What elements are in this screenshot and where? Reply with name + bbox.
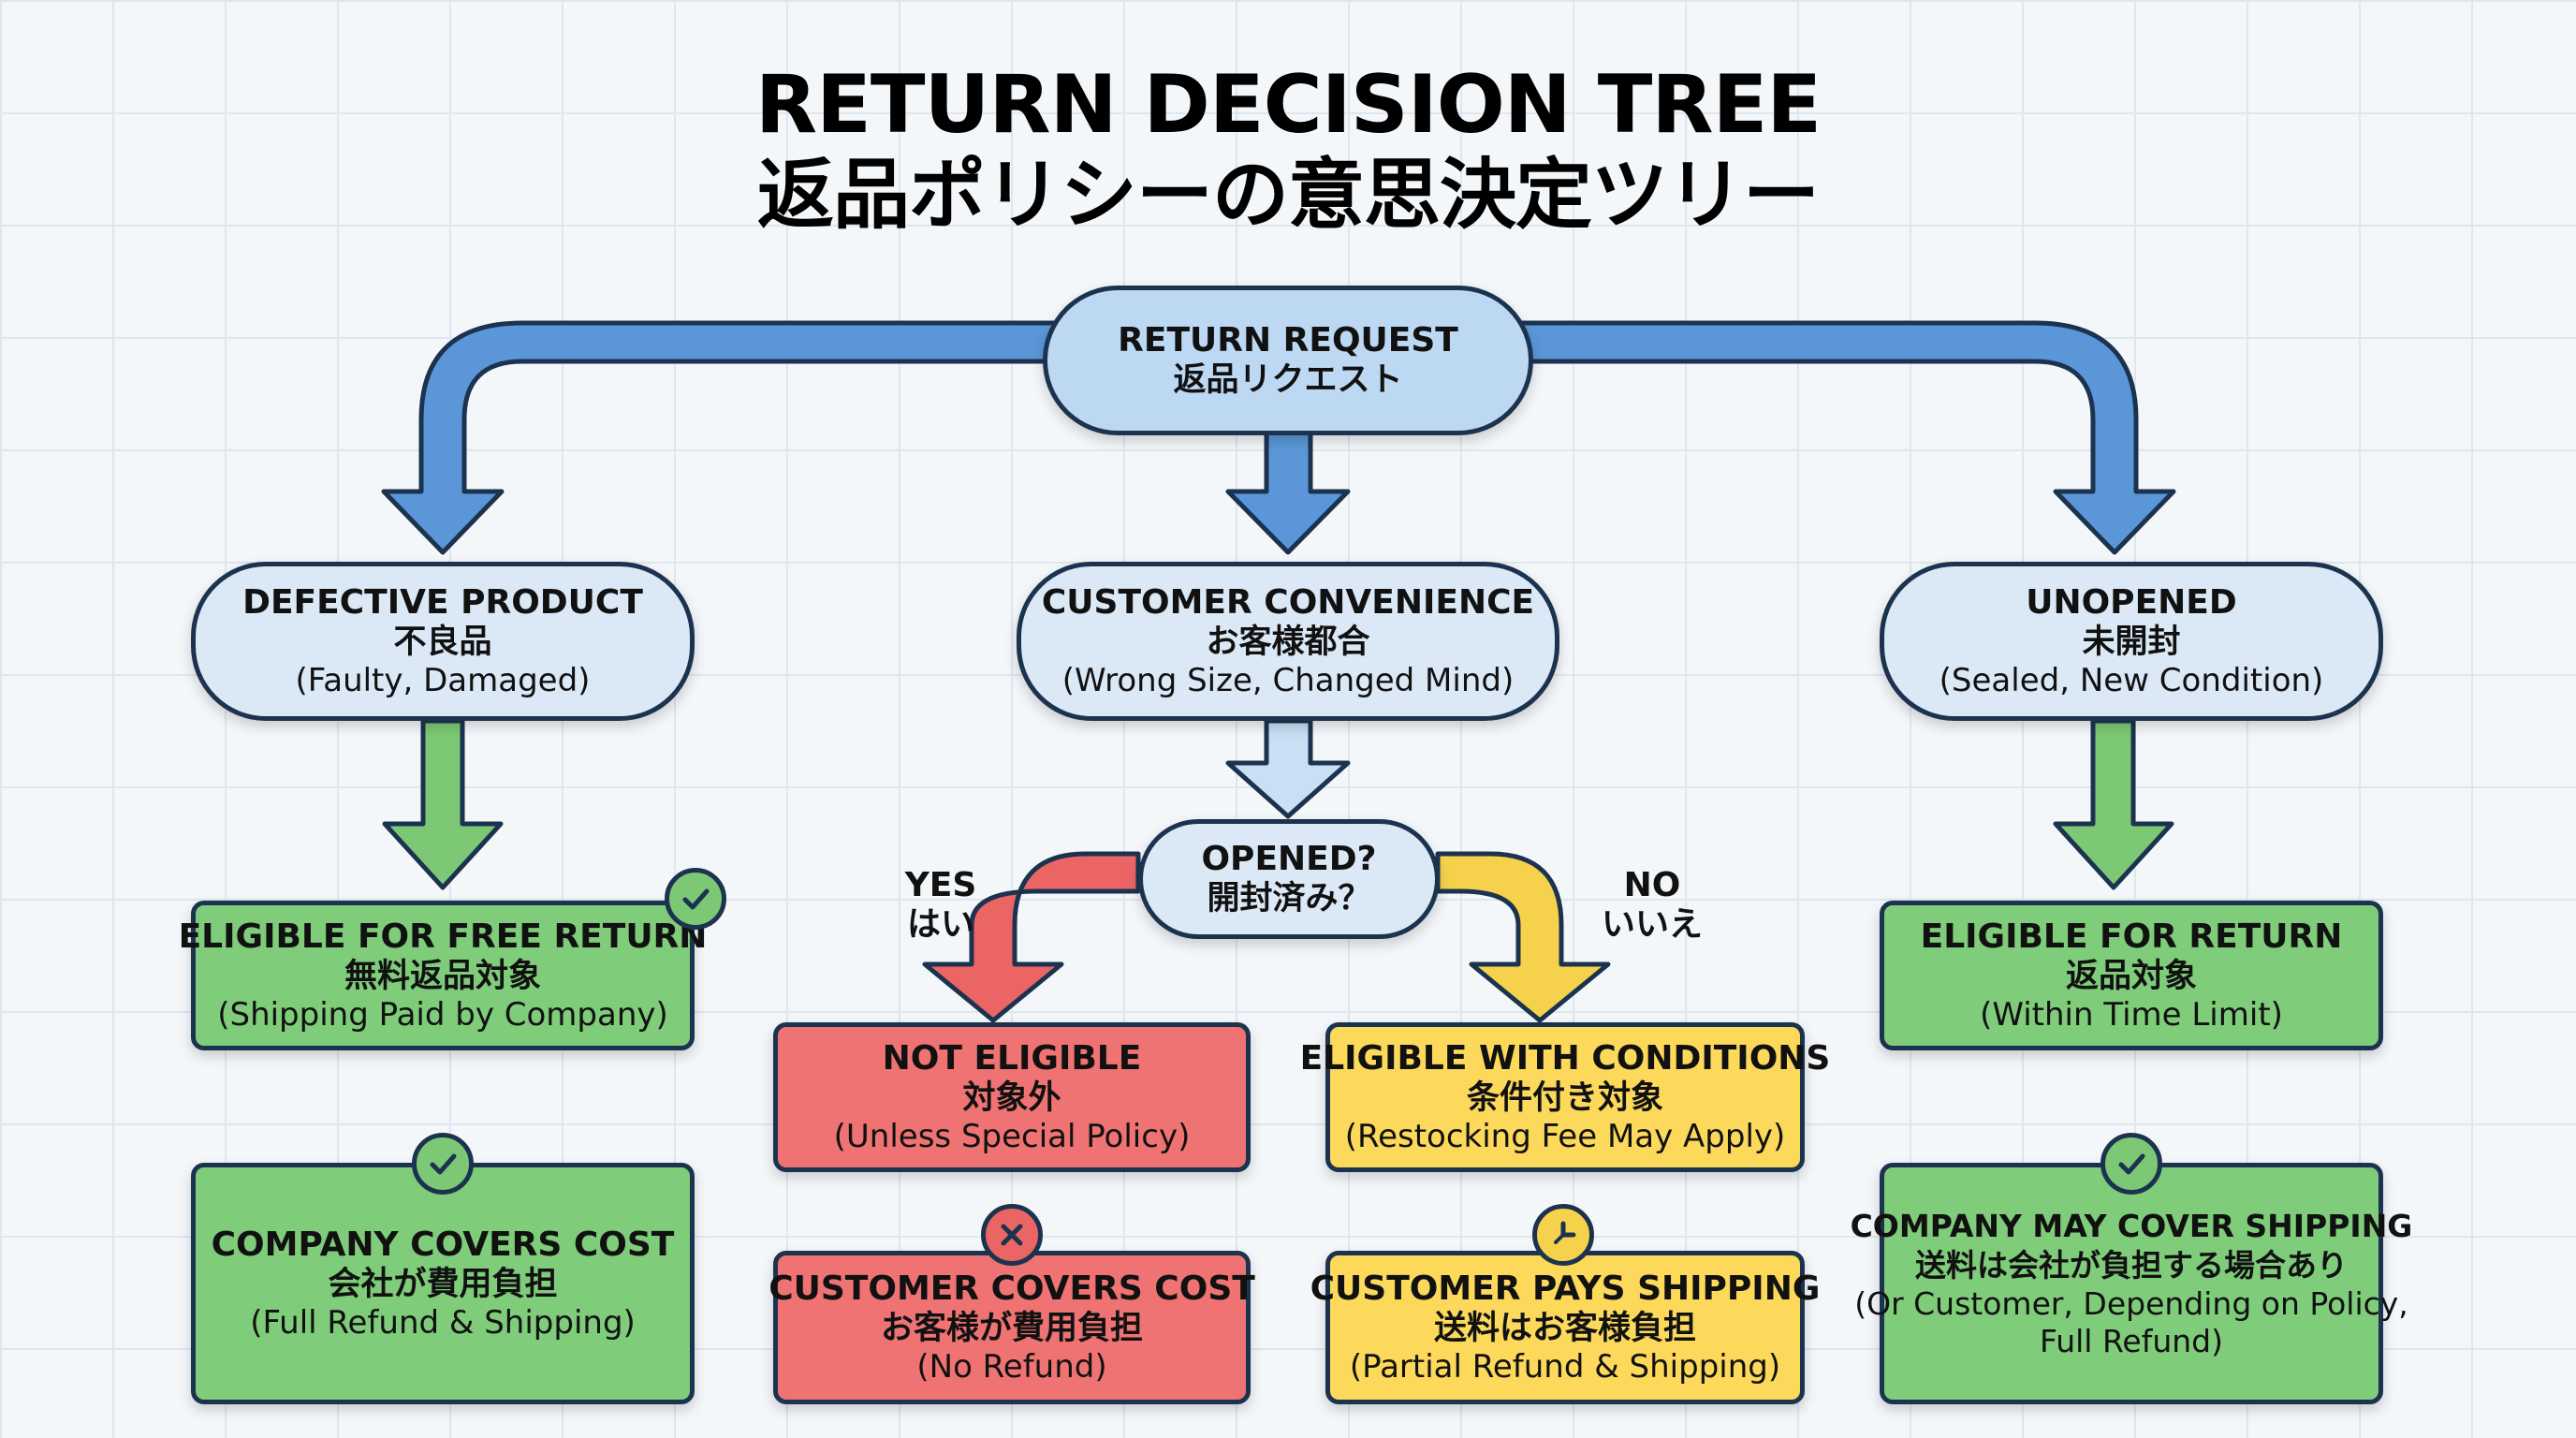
opened-label-en: OPENED? xyxy=(1201,840,1377,878)
root-label-en: RETURN REQUEST xyxy=(1118,321,1458,360)
unopened-label-ja: 未開封 xyxy=(2082,623,2181,661)
convenience-label-en: CUSTOMER CONVENIENCE xyxy=(1041,582,1535,622)
company-covers-label-ja: 会社が費用負担 xyxy=(328,1265,558,1303)
may-cover-label-sub1: (Or Customer, Depending on Policy, xyxy=(1854,1285,2408,1322)
cost-customer-pays-shipping: CUSTOMER PAYS SHIPPING 送料はお客様負担 (Partial… xyxy=(1310,1251,1820,1404)
cost-company-covers: COMPANY COVERS COST 会社が費用負担 (Full Refund… xyxy=(191,1163,695,1404)
may-cover-label-ja: 送料は会社が負担する場合あり xyxy=(1915,1247,2348,1284)
pays-shipping-label-en: CUSTOMER PAYS SHIPPING xyxy=(1310,1269,1821,1308)
node-defective-product: DEFECTIVE PRODUCT 不良品 (Faulty, Damaged) xyxy=(191,562,695,721)
pays-shipping-label-ja: 送料はお客様負担 xyxy=(1433,1309,1696,1347)
arrow-root-to-convenience xyxy=(1225,428,1351,555)
customer-covers-label-sub: (No Refund) xyxy=(916,1347,1107,1386)
result-eligible-for-return: ELIGIBLE FOR RETURN 返品対象 (Within Time Li… xyxy=(1880,901,2383,1050)
cross-icon xyxy=(981,1204,1043,1266)
yes-label-en: YES xyxy=(904,866,977,904)
node-customer-convenience: CUSTOMER CONVENIENCE お客様都合 (Wrong Size, … xyxy=(1017,562,1559,721)
unopened-label-en: UNOPENED xyxy=(2026,582,2237,622)
not-eligible-label-sub: (Unless Special Policy) xyxy=(833,1117,1191,1155)
conditions-label-sub: (Restocking Fee May Apply) xyxy=(1344,1117,1786,1155)
no-label: NO いいえ xyxy=(1591,866,1713,945)
customer-covers-label-en: CUSTOMER COVERS COST xyxy=(768,1269,1255,1308)
arrow-convenience-to-opened xyxy=(1225,718,1351,819)
conditions-label-en: ELIGIBLE WITH CONDITIONS xyxy=(1299,1038,1831,1078)
eligible-return-label-ja: 返品対象 xyxy=(2065,957,2197,995)
convenience-label-ja: お客様都合 xyxy=(1206,623,1370,661)
customer-covers-label-ja: お客様が費用負担 xyxy=(880,1309,1143,1347)
title-english: RETURN DECISION TREE xyxy=(754,58,1822,152)
may-cover-label-sub2: Full Refund) xyxy=(2040,1323,2223,1359)
cost-company-may-cover: COMPANY MAY COVER SHIPPING 送料は会社が負担する場合あ… xyxy=(1851,1163,2412,1404)
arrow-defective-to-free-return xyxy=(382,718,504,890)
may-cover-label-en: COMPANY MAY COVER SHIPPING xyxy=(1850,1208,2413,1244)
convenience-label-sub: (Wrong Size, Changed Mind) xyxy=(1061,661,1515,699)
cost-customer-covers: CUSTOMER COVERS COST お客様が費用負担 (No Refund… xyxy=(768,1251,1255,1404)
pie-icon xyxy=(1532,1204,1594,1266)
free-return-label-sub: (Shipping Paid by Company) xyxy=(217,995,668,1034)
eligible-return-label-en: ELIGIBLE FOR RETURN xyxy=(1920,917,2343,956)
yes-label-ja: はい xyxy=(906,905,974,944)
result-eligible-with-conditions: ELIGIBLE WITH CONDITIONS 条件付き対象 (Restock… xyxy=(1300,1022,1830,1172)
conditions-label-ja: 条件付き対象 xyxy=(1466,1078,1663,1117)
company-covers-label-en: COMPANY COVERS COST xyxy=(211,1225,675,1264)
defective-label-sub: (Faulty, Damaged) xyxy=(295,661,591,699)
eligible-return-label-sub: (Within Time Limit) xyxy=(1980,995,2283,1034)
no-label-en: NO xyxy=(1623,866,1681,904)
arrow-unopened-to-eligible xyxy=(2053,718,2174,890)
root-return-request: RETURN REQUEST 返品リクエスト xyxy=(1043,286,1533,435)
pays-shipping-label-sub: (Partial Refund & Shipping) xyxy=(1349,1347,1781,1386)
result-eligible-free-return: ELIGIBLE FOR FREE RETURN 無料返品対象 (Shippin… xyxy=(179,901,707,1050)
unopened-label-sub: (Sealed, New Condition) xyxy=(1939,661,2324,699)
arrow-root-to-defective xyxy=(381,320,1070,555)
not-eligible-label-en: NOT ELIGIBLE xyxy=(882,1038,1142,1078)
yes-label: YES はい xyxy=(889,866,992,945)
free-return-label-en: ELIGIBLE FOR FREE RETURN xyxy=(178,917,708,956)
free-return-label-ja: 無料返品対象 xyxy=(344,957,541,995)
arrow-yes-branch xyxy=(922,851,1141,1023)
arrow-no-branch xyxy=(1435,851,1611,1023)
check-icon xyxy=(665,868,726,930)
result-not-eligible: NOT ELIGIBLE 対象外 (Unless Special Policy) xyxy=(773,1022,1251,1172)
check-icon xyxy=(2100,1133,2162,1195)
opened-label-ja: 開封済み？ xyxy=(1207,880,1371,917)
node-unopened: UNOPENED 未開封 (Sealed, New Condition) xyxy=(1880,562,2383,721)
no-label-ja: いいえ xyxy=(1601,905,1703,944)
check-icon xyxy=(412,1133,474,1195)
title-japanese: 返品ポリシーの意思決定ツリー xyxy=(756,151,1820,240)
arrow-root-to-unopened xyxy=(1504,320,2176,555)
root-label-ja: 返品リクエスト xyxy=(1173,361,1403,399)
company-covers-label-sub: (Full Refund & Shipping) xyxy=(250,1303,636,1342)
not-eligible-label-ja: 対象外 xyxy=(962,1078,1061,1117)
defective-label-en: DEFECTIVE PRODUCT xyxy=(242,582,643,622)
defective-label-ja: 不良品 xyxy=(393,623,492,661)
node-opened-question: OPENED? 開封済み？ xyxy=(1138,819,1440,939)
